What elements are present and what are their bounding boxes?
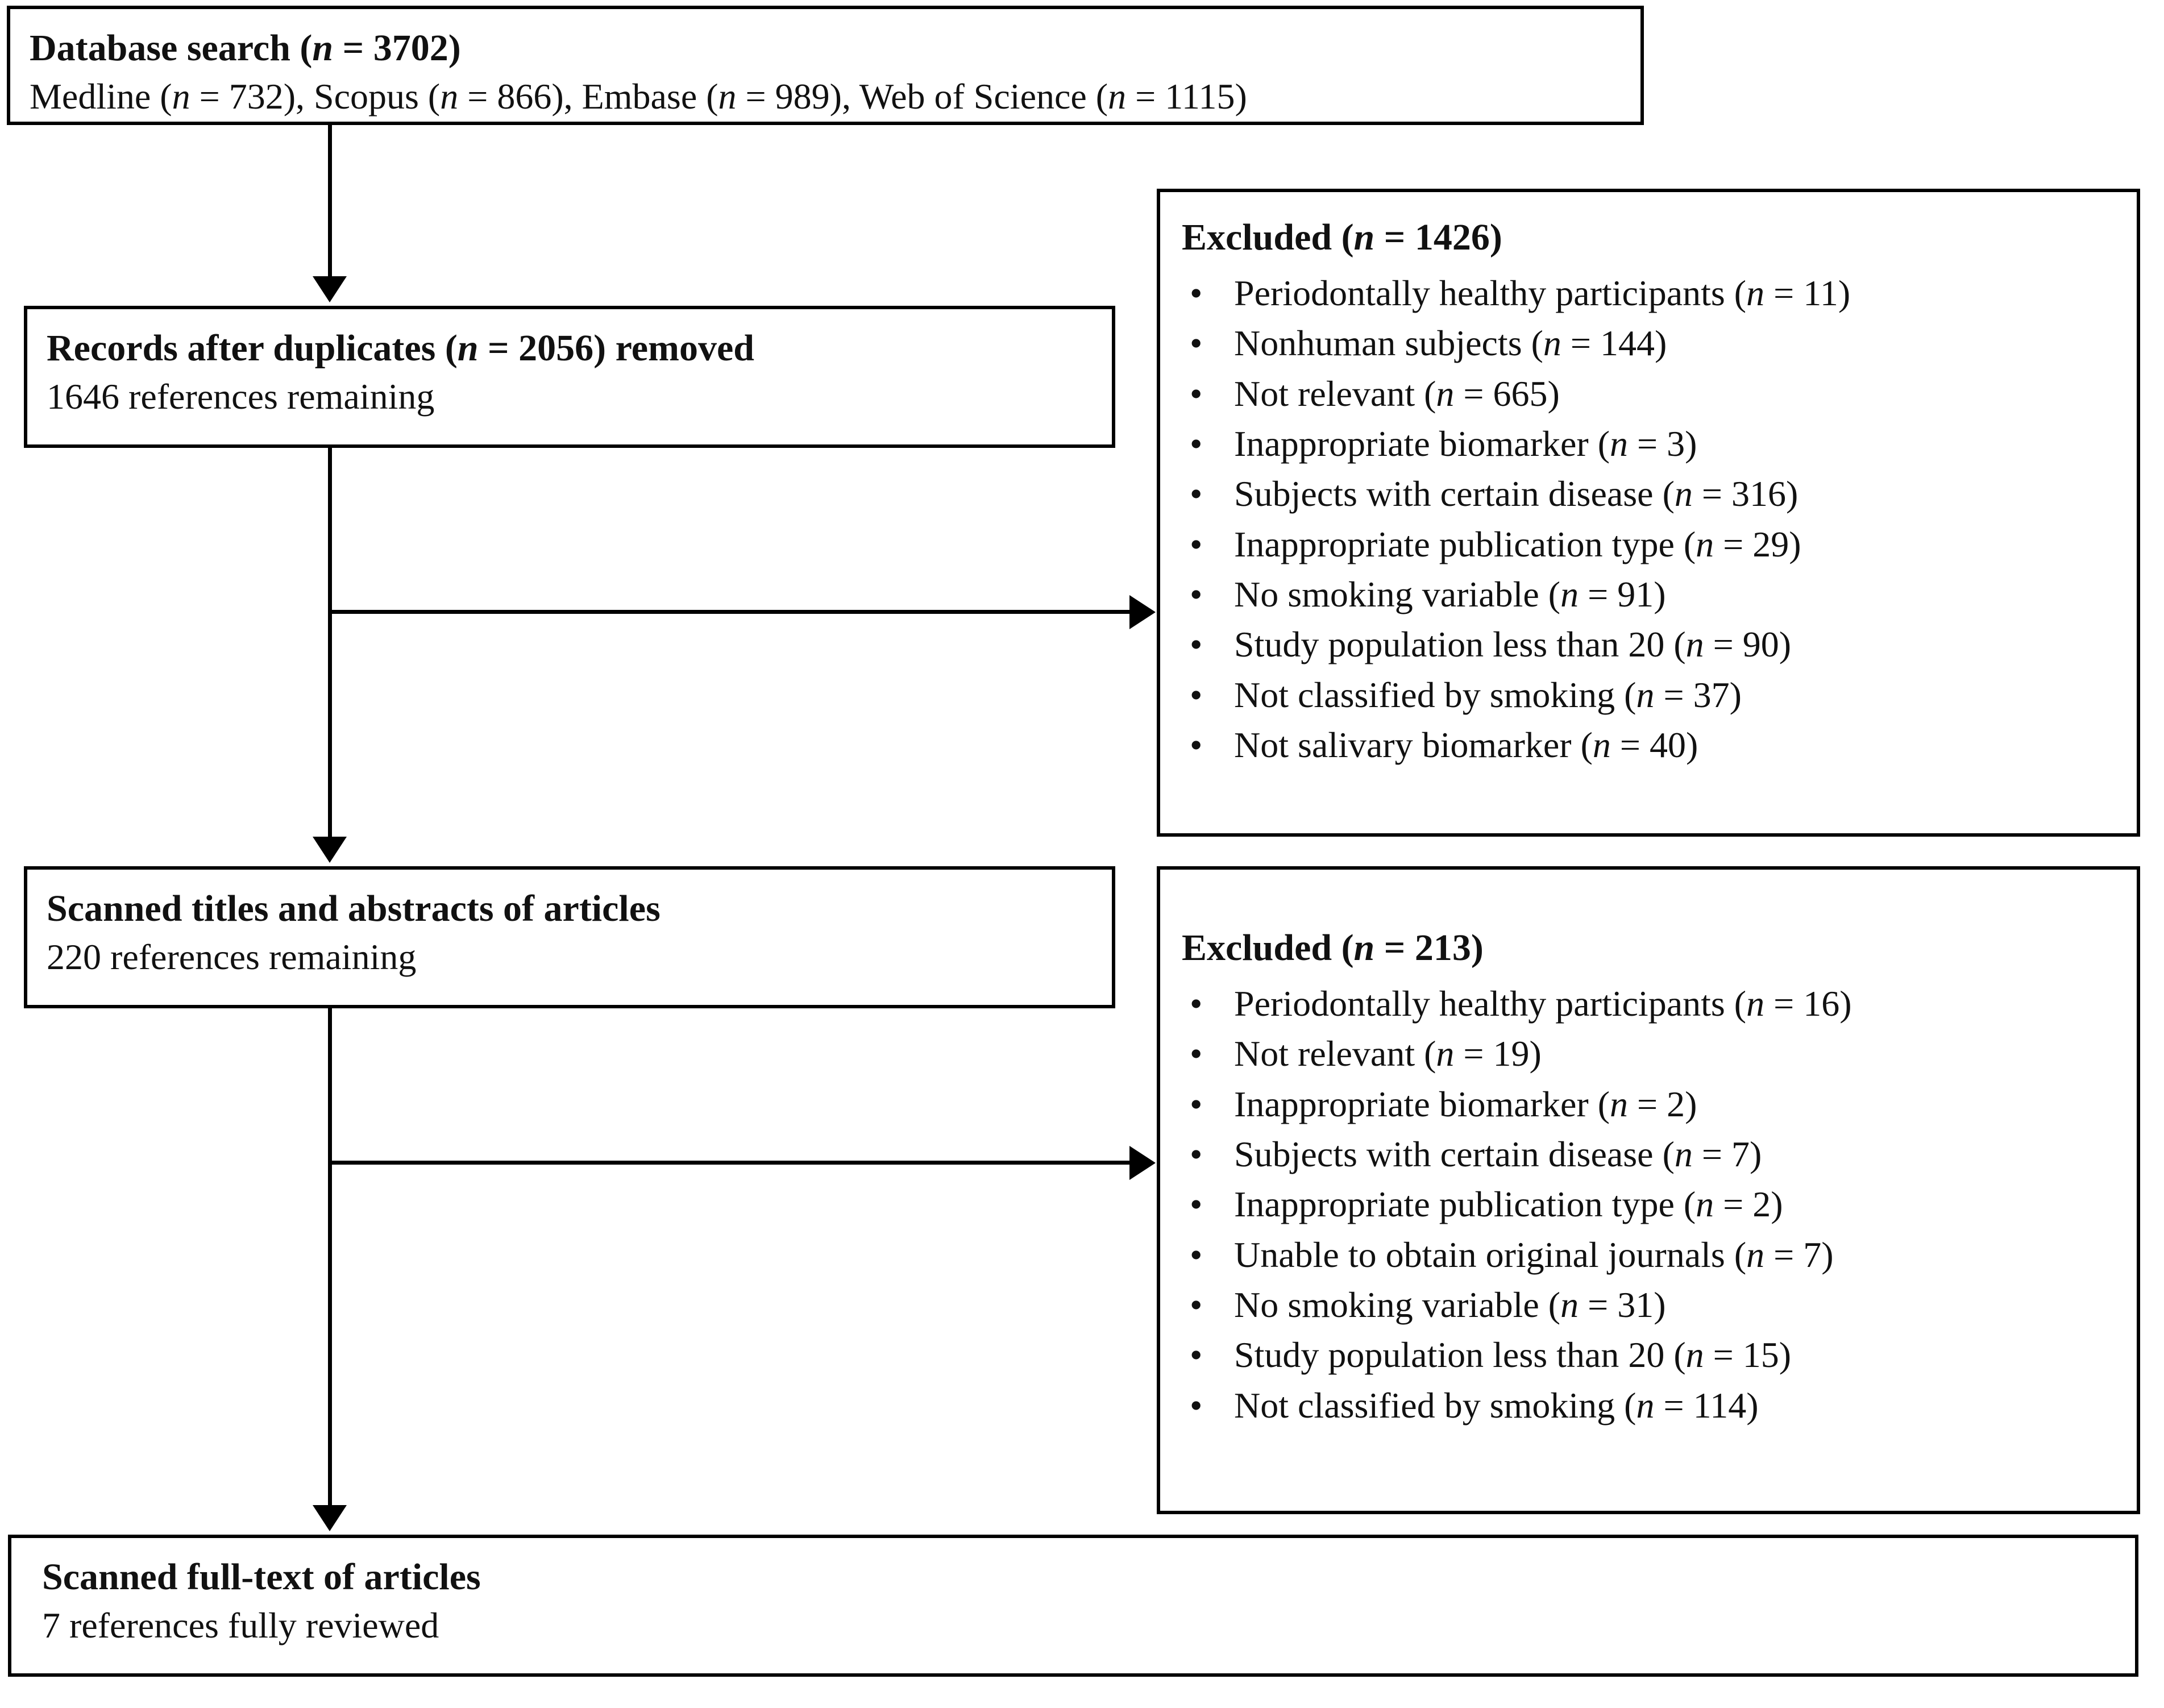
arrow-down-icon-3 xyxy=(313,1505,347,1531)
list-item: • Subjects with certain disease (n = 316) xyxy=(1182,469,2120,519)
box-excluded-first: Excluded (n = 1426) • Periodontally healt… xyxy=(1157,189,2140,837)
database-search-detail: Medline (n = 732), Scopus (n = 866), Emb… xyxy=(30,76,1247,117)
list-item-label: Study population less than 20 (n = 15) xyxy=(1234,1335,1792,1375)
excluded-first-heading: Excluded (n = 1426) xyxy=(1182,217,1502,258)
list-item-label: Not classified by smoking (n = 114) xyxy=(1234,1385,1759,1426)
box-records-after-duplicates: Records after duplicates (n = 2056) remo… xyxy=(24,306,1115,448)
list-item: • Not relevant (n = 665) xyxy=(1182,369,2120,419)
list-item-label: No smoking variable (n = 91) xyxy=(1234,574,1666,614)
bullet-icon: • xyxy=(1190,323,1203,364)
box-excluded-second: Excluded (n = 213) • Periodontally health… xyxy=(1157,866,2140,1514)
records-after-duplicates-detail: 1646 references remaining xyxy=(47,376,435,417)
bullet-icon: • xyxy=(1190,1033,1203,1074)
list-item: • Inappropriate publication type (n = 29) xyxy=(1182,520,2120,570)
connector-line-2 xyxy=(328,448,332,840)
list-item-label: Not relevant (n = 665) xyxy=(1234,373,1560,414)
records-after-duplicates-heading: Records after duplicates (n = 2056) remo… xyxy=(47,327,754,369)
list-item: • Inappropriate biomarker (n = 2) xyxy=(1182,1079,2120,1129)
list-item-label: Inappropriate biomarker (n = 3) xyxy=(1234,423,1697,464)
box-database-search: Database search (n = 3702) Medline (n = … xyxy=(7,6,1644,125)
list-item-label: Inappropriate publication type (n = 29) xyxy=(1234,523,1801,564)
list-item-label: Periodontally healthy participants (n = … xyxy=(1234,273,1851,313)
bullet-icon: • xyxy=(1190,273,1203,313)
list-item-label: Inappropriate biomarker (n = 2) xyxy=(1234,1083,1697,1124)
arrow-right-icon-1 xyxy=(1129,595,1156,629)
list-item: • Inappropriate publication type (n = 2) xyxy=(1182,1179,2120,1229)
list-item-label: No smoking variable (n = 31) xyxy=(1234,1284,1666,1325)
bullet-icon: • xyxy=(1190,624,1203,665)
list-item-label: Not classified by smoking (n = 37) xyxy=(1234,674,1742,715)
bullet-icon: • xyxy=(1190,674,1203,715)
excluded-second-list: • Periodontally healthy participants (n =… xyxy=(1182,979,2120,1431)
connector-line-excluded-1 xyxy=(328,610,1129,614)
list-item: • Inappropriate biomarker (n = 3) xyxy=(1182,419,2120,469)
bullet-icon: • xyxy=(1190,1083,1203,1124)
bullet-icon: • xyxy=(1190,724,1203,765)
list-item-label: Study population less than 20 (n = 90) xyxy=(1234,624,1792,665)
box-scanned-titles: Scanned titles and abstracts of articles… xyxy=(24,866,1115,1008)
bullet-icon: • xyxy=(1190,1184,1203,1225)
bullet-icon: • xyxy=(1190,574,1203,614)
list-item: • Study population less than 20 (n = 15) xyxy=(1182,1330,2120,1380)
list-item-label: Nonhuman subjects (n = 144) xyxy=(1234,323,1667,364)
arrow-down-icon-1 xyxy=(313,276,347,302)
list-item-label: Subjects with certain disease (n = 7) xyxy=(1234,1133,1762,1174)
arrow-right-icon-2 xyxy=(1129,1146,1156,1180)
list-item: • Not classified by smoking (n = 114) xyxy=(1182,1381,2120,1431)
list-item: • Unable to obtain original journals (n =… xyxy=(1182,1230,2120,1280)
list-item: • Study population less than 20 (n = 90) xyxy=(1182,620,2120,670)
scanned-fulltext-detail: 7 references fully reviewed xyxy=(42,1605,439,1645)
list-item: • Periodontally healthy participants (n =… xyxy=(1182,979,2120,1029)
list-item-label: Inappropriate publication type (n = 2) xyxy=(1234,1184,1783,1225)
list-item: • Not classified by smoking (n = 37) xyxy=(1182,670,2120,720)
bullet-icon: • xyxy=(1190,523,1203,564)
list-item: • Nonhuman subjects (n = 144) xyxy=(1182,318,2120,368)
bullet-icon: • xyxy=(1190,1133,1203,1174)
scanned-titles-detail: 220 references remaining xyxy=(47,936,417,977)
list-item-label: Not salivary biomarker (n = 40) xyxy=(1234,724,1698,765)
bullet-icon: • xyxy=(1190,473,1203,514)
bullet-icon: • xyxy=(1190,1234,1203,1275)
excluded-second-heading: Excluded (n = 213) xyxy=(1182,927,1484,969)
list-item: • Subjects with certain disease (n = 7) xyxy=(1182,1129,2120,1179)
bullet-icon: • xyxy=(1190,423,1203,464)
scanned-fulltext-heading: Scanned full-text of articles xyxy=(42,1556,481,1598)
list-item-label: Unable to obtain original journals (n = … xyxy=(1234,1234,1834,1275)
list-item-label: Periodontally healthy participants (n = … xyxy=(1234,983,1852,1024)
bullet-icon: • xyxy=(1190,983,1203,1024)
excluded-first-list: • Periodontally healthy participants (n =… xyxy=(1182,268,2120,770)
bullet-icon: • xyxy=(1190,373,1203,414)
scanned-titles-heading: Scanned titles and abstracts of articles xyxy=(47,888,661,929)
list-item: • No smoking variable (n = 91) xyxy=(1182,570,2120,620)
list-item-label: Not relevant (n = 19) xyxy=(1234,1033,1542,1074)
list-item: • Not relevant (n = 19) xyxy=(1182,1029,2120,1079)
list-item: • Not salivary biomarker (n = 40) xyxy=(1182,720,2120,770)
list-item-label: Subjects with certain disease (n = 316) xyxy=(1234,473,1799,514)
bullet-icon: • xyxy=(1190,1335,1203,1375)
list-item: • Periodontally healthy participants (n =… xyxy=(1182,268,2120,318)
bullet-icon: • xyxy=(1190,1284,1203,1325)
database-search-heading: Database search (n = 3702) xyxy=(30,27,461,69)
bullet-icon: • xyxy=(1190,1385,1203,1426)
arrow-down-icon-2 xyxy=(313,837,347,863)
connector-line-3 xyxy=(328,1008,332,1508)
list-item: • No smoking variable (n = 31) xyxy=(1182,1280,2120,1330)
connector-line-1 xyxy=(328,125,332,280)
box-scanned-fulltext: Scanned full-text of articles 7 referenc… xyxy=(8,1535,2138,1677)
connector-line-excluded-2 xyxy=(328,1161,1129,1165)
